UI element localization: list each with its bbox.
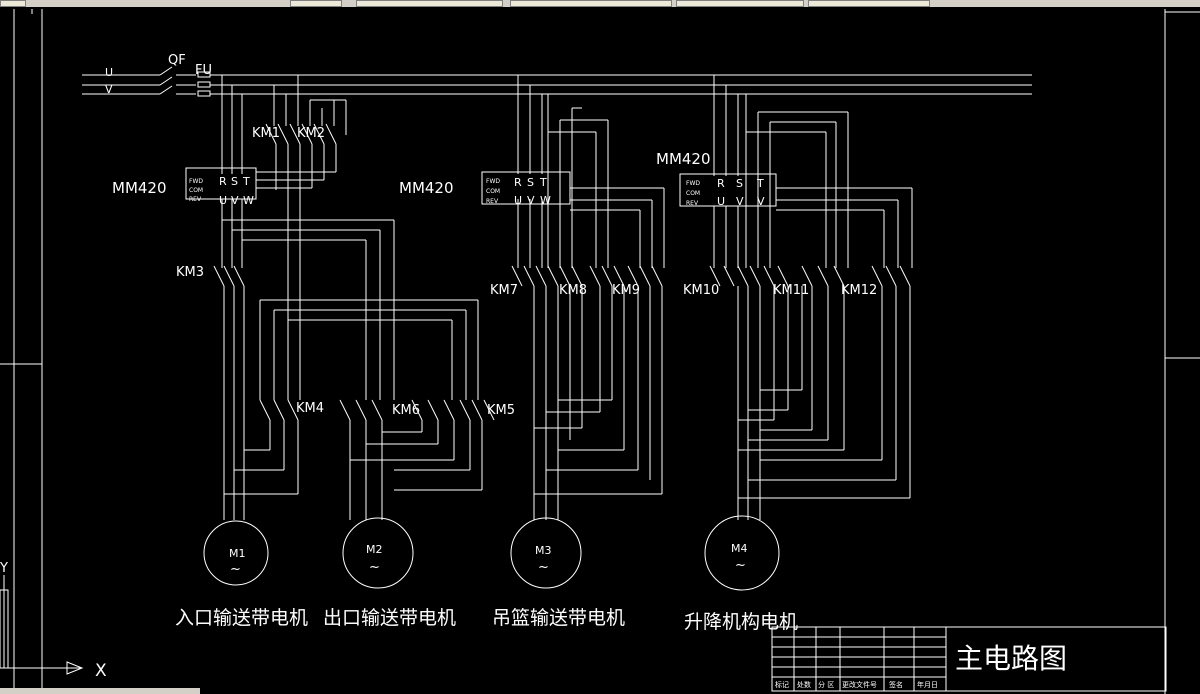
contactor-label: KM8: [559, 283, 587, 298]
terminal-label: REV: [686, 200, 699, 207]
motor-id: M4: [731, 542, 748, 555]
terminal-label: V: [757, 195, 765, 208]
terminal-label: REV: [486, 198, 499, 205]
terminal-label: REV: [189, 196, 202, 203]
contactor-label: KM6: [392, 403, 420, 418]
axis-y-label: Y: [0, 561, 8, 576]
contactor-label: KM1: [252, 126, 280, 141]
terminal-label: COM: [189, 187, 203, 194]
inverter-1-wiring: [185, 75, 478, 520]
contactor-label: KM2: [297, 126, 325, 141]
title-block-column: 分 区: [818, 680, 834, 689]
status-bar: [0, 688, 200, 694]
breaker-qf: [159, 66, 196, 95]
inverter-3-label: MM420: [656, 150, 711, 168]
title-block-column: 标记: [775, 680, 789, 689]
inverter-2-label: MM420: [399, 179, 454, 197]
terminal-label: FWD: [486, 178, 500, 185]
toolbar-segment[interactable]: [356, 0, 503, 7]
toolbar-segment[interactable]: [510, 0, 672, 7]
title-block-column: 年月日: [917, 680, 938, 689]
terminal-label: FWD: [189, 178, 203, 185]
contactor-label: KM7: [490, 283, 518, 298]
drawing-title: 主电路图: [955, 642, 1067, 675]
terminal-label: S: [231, 175, 238, 188]
terminal-label: T: [539, 176, 547, 189]
title-block-column: 更改文件号: [842, 680, 877, 689]
motor-symbol: ~: [230, 562, 241, 577]
contactor-label: KM9: [612, 283, 640, 298]
breaker-label: QF: [168, 53, 186, 68]
terminal-label: U: [219, 194, 227, 207]
terminal-label: S: [527, 176, 534, 189]
terminal-label: W: [540, 194, 551, 207]
toolbar-segment[interactable]: [676, 0, 804, 7]
motor-id: M1: [229, 547, 246, 560]
motor-symbol: ~: [735, 558, 746, 573]
axis-x-label: X: [95, 661, 107, 681]
motor-id: M2: [366, 543, 383, 556]
terminal-label: U: [717, 195, 725, 208]
title-block-grid: [771, 626, 1167, 692]
terminal-label: U: [514, 194, 522, 207]
terminal-label: COM: [486, 188, 500, 195]
motor-m2-symbol: [342, 517, 414, 589]
terminal-label: V: [736, 195, 744, 208]
motor-m1-symbol: [203, 520, 269, 586]
supply-bus: [82, 74, 1032, 95]
motor-symbol: ~: [369, 560, 380, 575]
contactor-label: KM10: [683, 283, 719, 298]
motor-2-wiring: [339, 300, 495, 520]
motor-name: 吊篮输送带电机: [492, 607, 625, 629]
terminal-label: V: [231, 194, 239, 207]
inverter-3-wiring: [679, 75, 913, 520]
inverter-2-wiring: [481, 75, 665, 520]
title-block-column: 签名: [889, 680, 903, 689]
terminal-label: S: [736, 177, 743, 190]
motor-name: 出口输送带电机: [323, 607, 456, 629]
cad-drawing-canvas[interactable]: QF FU U V MM420 MM420 MM420 FWD COM REV …: [0, 7, 1200, 694]
motor-m4-symbol: [704, 515, 780, 591]
terminal-label: T: [242, 175, 250, 188]
toolbar-segment[interactable]: [808, 0, 930, 7]
title-block-column: 处数: [797, 680, 811, 689]
motor-id: M3: [535, 544, 552, 557]
ucs-axis-icon: [0, 575, 84, 675]
window-top-strip: [0, 0, 1200, 7]
toolbar-segment[interactable]: [0, 0, 26, 7]
fuse-label: FU: [195, 63, 212, 78]
terminal-label: R: [514, 176, 522, 189]
contactor-label: KM4: [296, 401, 324, 416]
contactor-label: KM12: [841, 283, 877, 298]
inverter-1-label: MM420: [112, 179, 167, 197]
contactor-label: KM5: [487, 403, 515, 418]
terminal-label: FWD: [686, 180, 700, 187]
contactor-label: KM3: [176, 265, 204, 280]
phase-label: U: [105, 66, 113, 79]
toolbar-segment[interactable]: [290, 0, 342, 7]
terminal-label: COM: [686, 190, 700, 197]
terminal-label: V: [527, 194, 535, 207]
terminal-label: W: [243, 194, 254, 207]
terminal-label: R: [219, 175, 227, 188]
motor-m3-symbol: [510, 517, 582, 589]
fuse-fu: [197, 71, 211, 97]
terminal-label: T: [756, 177, 764, 190]
motor-name: 升降机构电机: [684, 611, 798, 633]
motor-name: 入口输送带电机: [175, 607, 308, 629]
motor-symbol: ~: [538, 560, 549, 575]
phase-label: V: [105, 83, 113, 96]
contactor-label: KM11: [773, 283, 809, 298]
terminal-label: R: [717, 177, 725, 190]
